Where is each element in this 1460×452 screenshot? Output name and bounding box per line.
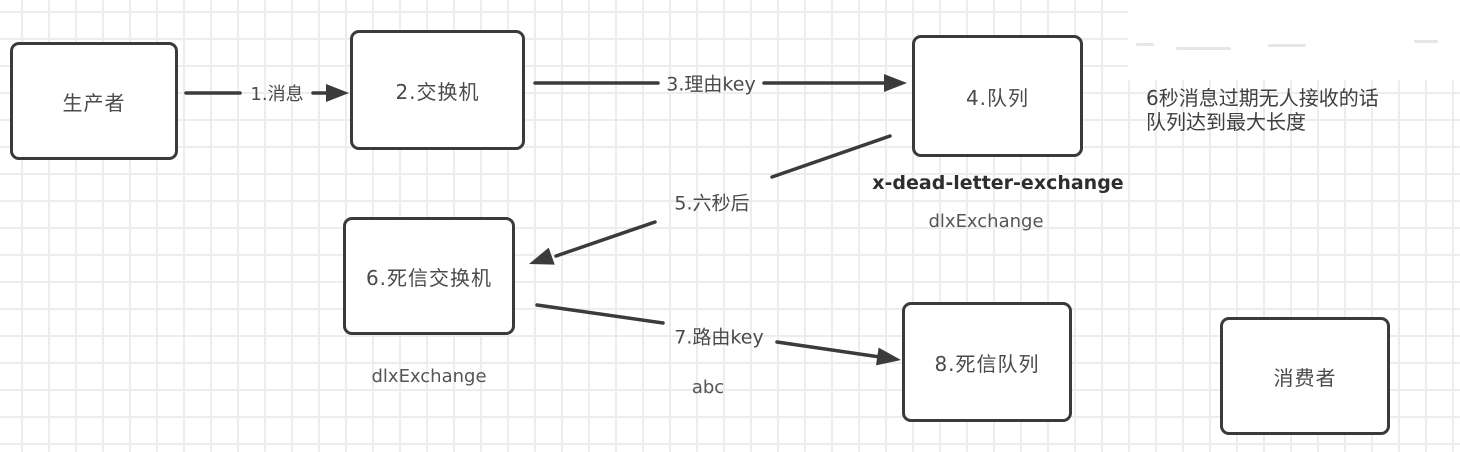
edge-label-routing-key: 3.理由key — [666, 73, 756, 96]
node-queue: 4.队列 — [912, 35, 1083, 157]
smudge-mark — [1176, 47, 1231, 50]
edge-after-six-seconds-line — [770, 134, 892, 179]
node-dead-letter-queue: 8.死信队列 — [902, 302, 1072, 422]
edge-label-message: 1.消息 — [250, 84, 304, 105]
smudge-mark — [1136, 43, 1154, 46]
edge-message-arrowhead-icon — [326, 84, 349, 102]
whiteout-patch — [1128, 0, 1460, 80]
edge-dlx-routing-key-line — [535, 303, 665, 325]
node-consumer: 消费者 — [1220, 317, 1390, 435]
note-expiry-line2: 队列达到最大长度 — [1146, 110, 1306, 134]
annotation-queue-dlx-value: dlxExchange — [928, 211, 1044, 232]
node-producer: 生产者 — [10, 42, 178, 160]
edge-label-dlx-routing-key: 7.路由key — [674, 326, 764, 349]
edge-after-six-seconds-line — [554, 220, 657, 258]
edge-label-after-six-seconds: 5.六秒后 — [674, 192, 750, 215]
node-exchange: 2.交换机 — [350, 30, 525, 150]
annotation-queue-dlx-property: x-dead-letter-exchange — [872, 172, 1124, 194]
smudge-mark — [1414, 40, 1438, 43]
edge-routing-key-arrowhead-icon — [884, 74, 907, 92]
smudge-mark — [1268, 44, 1306, 47]
edge-after-six-seconds-arrowhead-icon — [529, 247, 555, 265]
annotation-dlx-exchange-name: dlxExchange — [371, 366, 487, 387]
annotation-dlx-routing-key-value: abc — [691, 377, 725, 398]
edge-dlx-routing-key-arrowhead-icon — [876, 347, 901, 366]
edge-dlx-routing-key-line — [775, 340, 882, 359]
node-dlx-exchange: 6.死信交换机 — [343, 217, 515, 335]
note-expiry: 6秒消息过期无人接收的话 队列达到最大长度 — [1146, 86, 1379, 134]
note-expiry-line1: 6秒消息过期无人接收的话 — [1146, 86, 1379, 110]
